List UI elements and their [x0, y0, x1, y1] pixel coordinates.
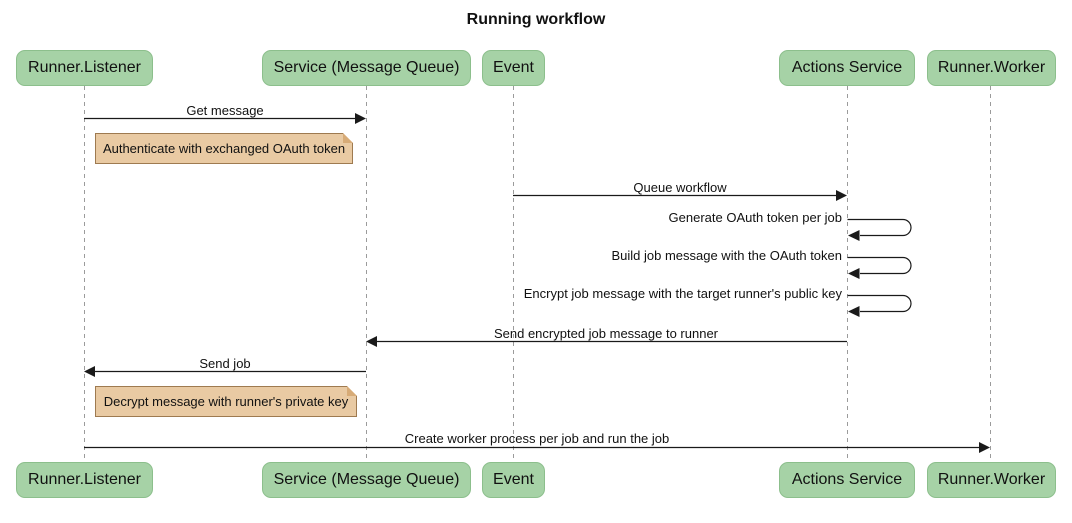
arrow-create-worker-process	[84, 442, 990, 453]
arrow-get-message-head	[355, 113, 366, 124]
note-decrypt-message: Decrypt message with runner's private ke…	[95, 386, 357, 417]
actor-box-runner-worker-bottom: Runner.Worker	[927, 462, 1056, 498]
arrow-create-worker-process-head	[979, 442, 990, 453]
message-label-build-job-message: Build job message with the OAuth token	[611, 248, 842, 263]
message-label-create-worker-process: Create worker process per job and run th…	[404, 431, 670, 446]
self-loop-build-job-message-head	[848, 268, 860, 279]
message-label-encrypt-job-message: Encrypt job message with the target runn…	[523, 286, 842, 301]
actor-box-service-message-queue-bottom: Service (Message Queue)	[262, 462, 471, 498]
note-authenticate-oauth: Authenticate with exchanged OAuth token	[95, 133, 353, 164]
actor-box-runner-listener-top: Runner.Listener	[16, 50, 153, 86]
arrow-send-job	[84, 366, 366, 377]
message-label-send-encrypted-job: Send encrypted job message to runner	[493, 326, 719, 341]
actor-box-service-message-queue-top: Service (Message Queue)	[262, 50, 471, 86]
self-loop-build-job-message-line	[847, 256, 912, 275]
actor-box-actions-service-bottom: Actions Service	[779, 462, 915, 498]
message-label-send-job: Send job	[199, 356, 251, 371]
arrow-send-encrypted-job-message-head	[366, 336, 377, 347]
self-loop-encrypt-job-message	[847, 294, 912, 317]
arrow-send-job-head	[84, 366, 95, 377]
message-label-generate-oauth-token: Generate OAuth token per job	[668, 210, 842, 225]
actor-box-event-bottom: Event	[482, 462, 545, 498]
self-loop-encrypt-job-message-head	[848, 306, 860, 317]
arrow-queue-workflow-head	[836, 190, 847, 201]
arrow-send-encrypted-job-message	[366, 336, 847, 347]
self-loop-build-job-message	[847, 256, 912, 279]
self-loop-generate-oauth-token-line	[847, 218, 912, 237]
self-loop-generate-oauth-token-head	[848, 230, 860, 241]
arrow-queue-workflow	[513, 190, 847, 201]
self-loop-encrypt-job-message-line	[847, 294, 912, 313]
self-loop-generate-oauth-token	[847, 218, 912, 241]
arrow-get-message	[84, 113, 366, 124]
actor-box-runner-worker-top: Runner.Worker	[927, 50, 1056, 86]
message-label-queue-workflow: Queue workflow	[633, 180, 727, 195]
actor-box-runner-listener-bottom: Runner.Listener	[16, 462, 153, 498]
diagram-title: Running workflow	[466, 11, 606, 28]
actor-box-actions-service-top: Actions Service	[779, 50, 915, 86]
actor-box-event-top: Event	[482, 50, 545, 86]
message-label-get-message: Get message	[186, 103, 264, 118]
